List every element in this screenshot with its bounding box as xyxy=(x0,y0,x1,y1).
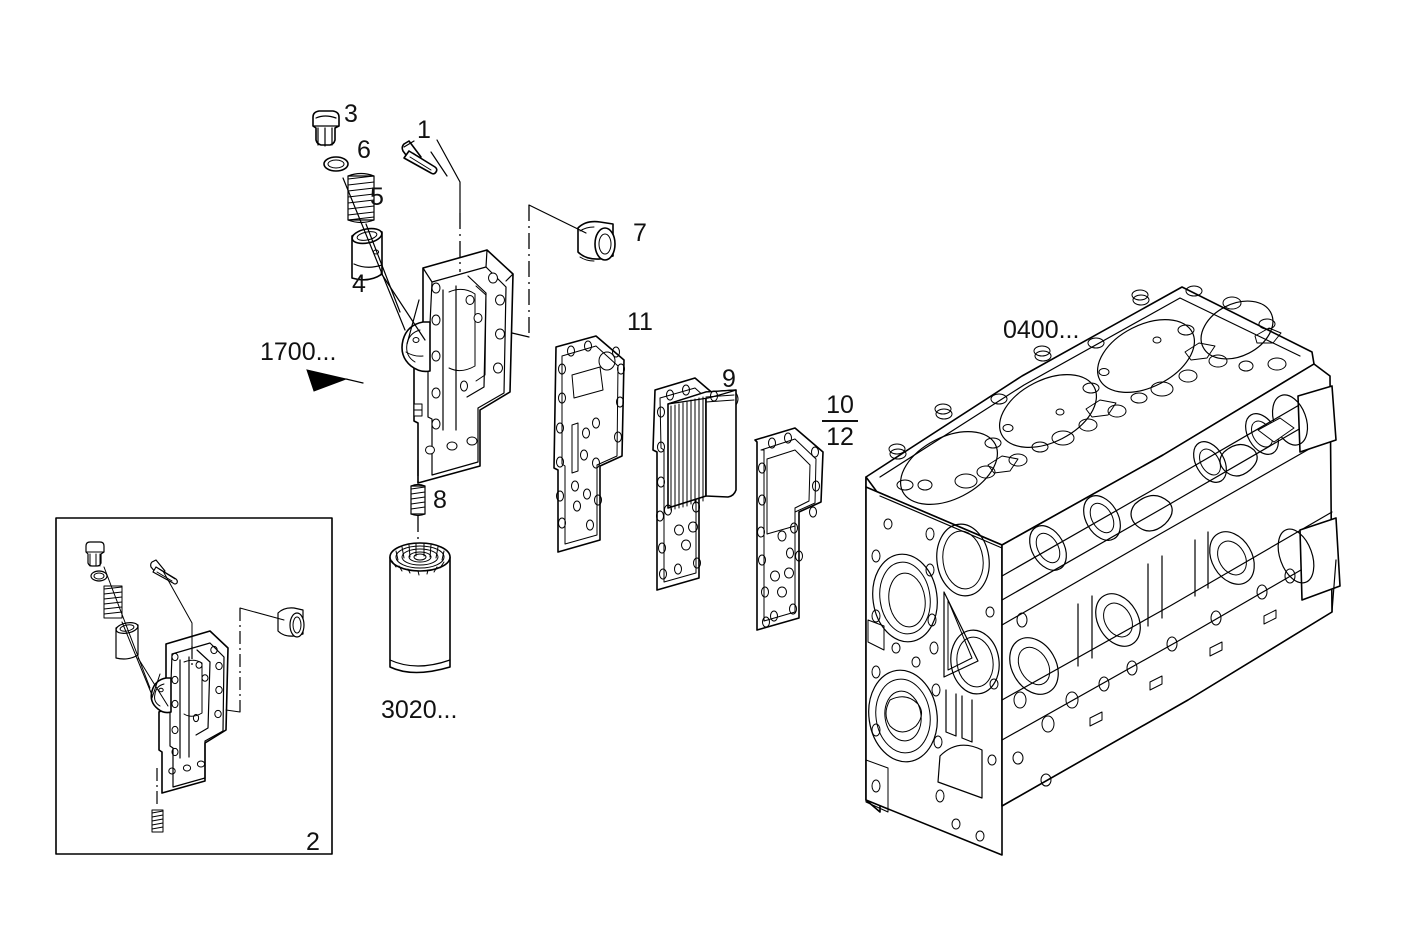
callout-11: 11 xyxy=(627,308,653,336)
fraction-denominator: 12 xyxy=(826,423,854,452)
callout-2-inset-index: 2 xyxy=(306,828,320,856)
leader-lines-main xyxy=(342,139,587,548)
part-7-threaded-bushing xyxy=(577,220,616,262)
callout-7: 7 xyxy=(633,219,647,247)
part-6-sealing-ring xyxy=(323,156,349,172)
callout-6: 6 xyxy=(357,136,371,164)
callout-10-over-12: 10 12 xyxy=(822,392,858,451)
callout-1: 1 xyxy=(417,116,431,144)
callout-4: 4 xyxy=(352,270,366,298)
spin-on-oil-filter xyxy=(389,542,451,674)
cylinder-block-four-bore xyxy=(865,285,1341,856)
part-3-hex-screw-plug xyxy=(312,110,340,147)
part-1-hex-head-bolt xyxy=(401,140,438,175)
group-reference-0400: 0400... xyxy=(1003,316,1080,344)
fraction-bar xyxy=(822,420,858,423)
callout-5: 5 xyxy=(370,183,384,211)
group-reference-arrow-1700 xyxy=(306,369,364,392)
oil-cooler-housing-main xyxy=(401,249,514,484)
inset-variant-box xyxy=(55,517,333,855)
gasket-11 xyxy=(553,335,625,553)
group-reference-3020: 3020... xyxy=(381,696,458,724)
callout-8: 8 xyxy=(433,486,447,514)
group-reference-1700: 1700... xyxy=(260,338,337,366)
cooler-element-9 xyxy=(652,377,739,591)
part-5-compression-spring xyxy=(347,172,375,224)
callout-9: 9 xyxy=(722,365,736,393)
fraction-numerator: 10 xyxy=(826,391,854,419)
part-8-threaded-stud xyxy=(410,483,426,517)
gasket-10-12 xyxy=(754,427,824,631)
callout-3: 3 xyxy=(344,100,358,128)
